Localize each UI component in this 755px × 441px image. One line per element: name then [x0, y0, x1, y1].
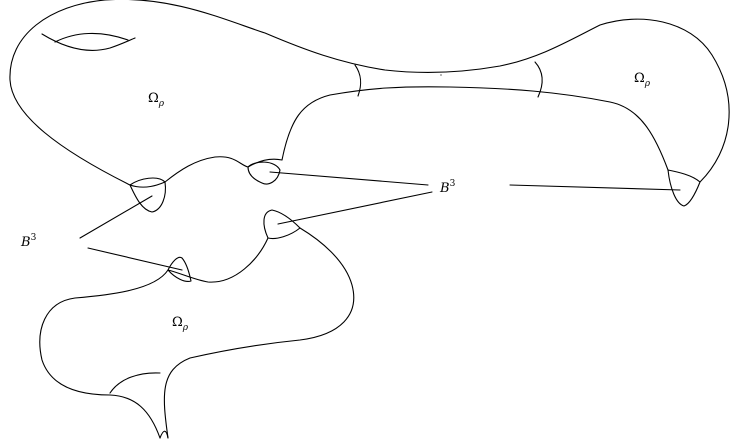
genus-curve — [41, 33, 136, 51]
ball-letter: B — [21, 235, 31, 250]
handle-mark-right — [534, 61, 543, 98]
ball-label-left: B3 — [21, 233, 37, 250]
omega-label-top-right: Ωρ — [634, 71, 650, 89]
omega-subscript: ρ — [644, 79, 651, 89]
ball-superscript: 3 — [30, 233, 37, 243]
leader-right-to-ball-middle — [277, 191, 433, 225]
omega-label-top-left: Ωρ — [148, 91, 164, 109]
tiny-dot — [440, 74, 442, 76]
ball-middle-right — [263, 209, 301, 240]
omega-subscript: ρ — [158, 99, 165, 109]
genus-cap — [54, 32, 129, 43]
leader-left-to-ball-lower — [87, 247, 183, 271]
ball-superscript: 3 — [449, 179, 456, 189]
handle-mark-left — [354, 64, 362, 97]
bottom-tail — [159, 430, 169, 439]
central-body-upper — [129, 156, 249, 188]
central-body-lower — [167, 237, 269, 283]
omega-label-bottom: Ωρ — [172, 315, 188, 333]
omega-symbol: Ω — [148, 91, 159, 106]
ball-center-top — [247, 161, 281, 185]
leader-right-to-ball-top — [269, 171, 429, 186]
omega-symbol: Ω — [634, 71, 645, 86]
omega-symbol: Ω — [172, 315, 183, 330]
ball-far-right — [667, 169, 701, 207]
bottom-region-outline — [39, 269, 169, 439]
bottom-region-outline-right — [163, 227, 355, 439]
ball-letter: B — [440, 181, 450, 196]
leader-left-to-ball-upper — [79, 195, 153, 239]
ball-center-lower — [167, 256, 192, 282]
leader-right-to-ball-far — [509, 184, 681, 191]
ball-left-upper — [129, 177, 166, 213]
bottom-pinch-mark — [109, 372, 161, 394]
central-body-right-neck — [247, 158, 283, 168]
top-right-region-inner-outline — [281, 86, 669, 171]
omega-subscript: ρ — [182, 323, 189, 333]
ball-label-right: B3 — [440, 179, 456, 196]
top-left-region-outline — [9, 0, 730, 186]
